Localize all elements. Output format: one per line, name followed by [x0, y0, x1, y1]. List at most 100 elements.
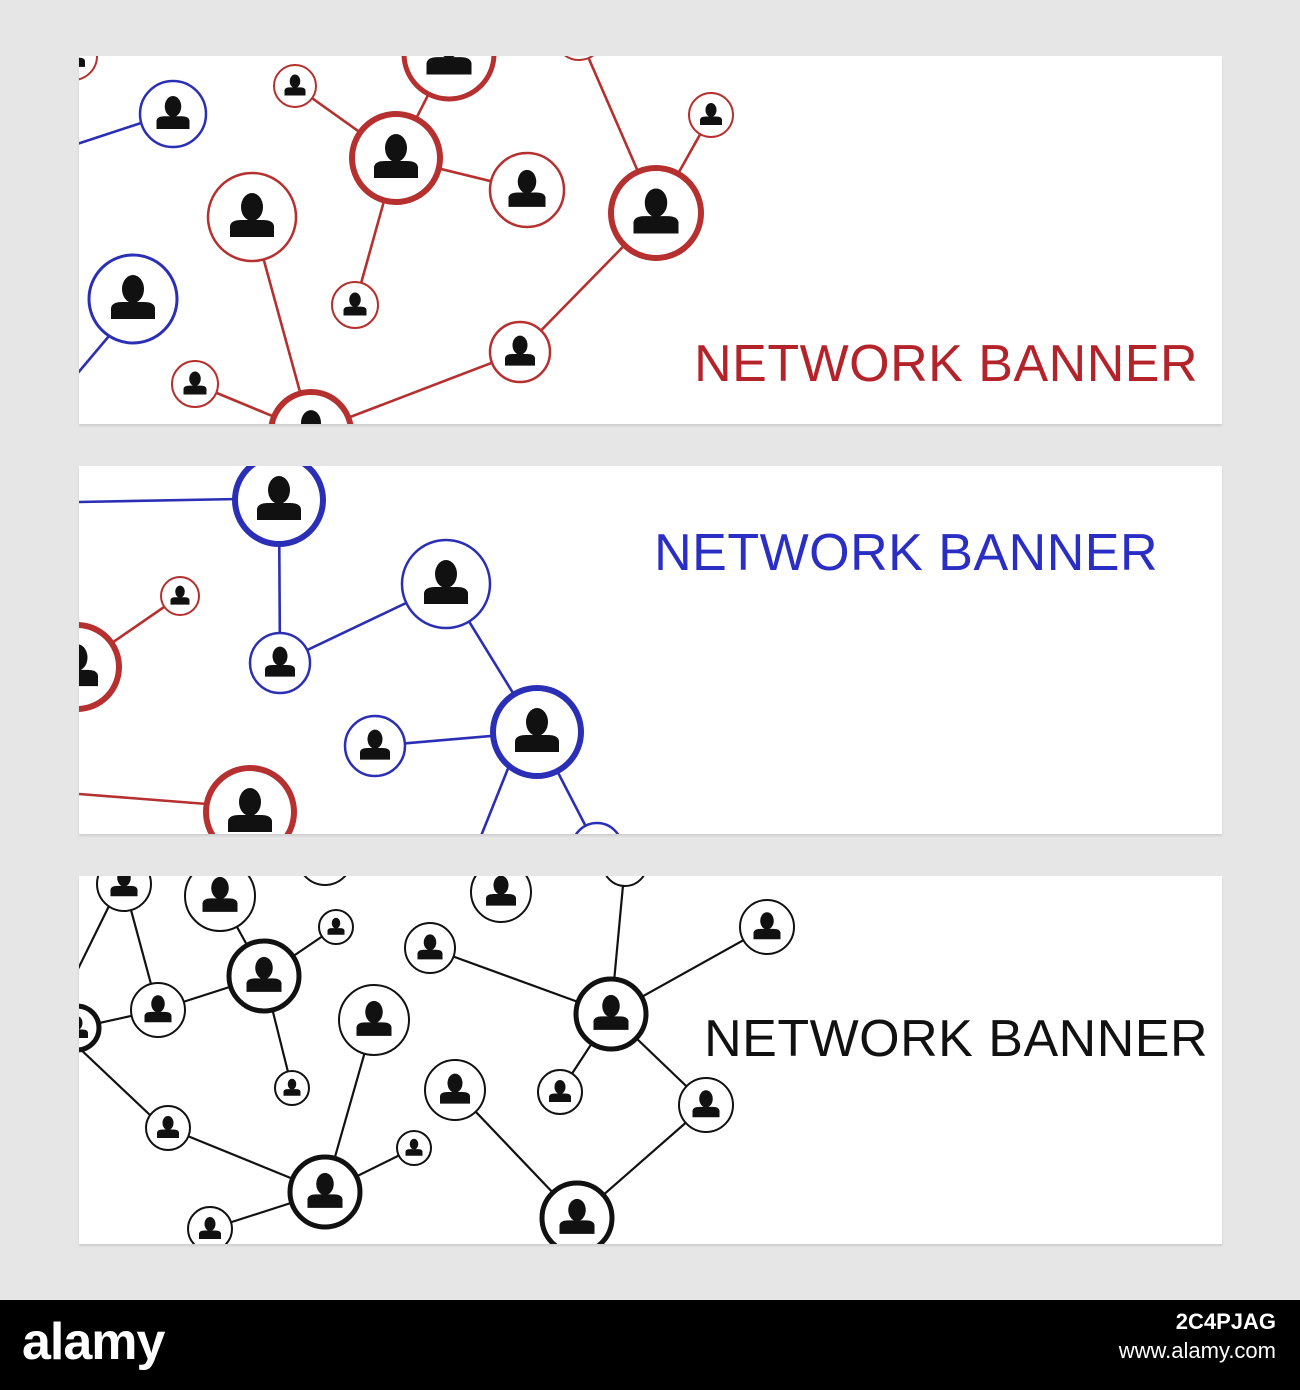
- site-url: www.alamy.com: [1118, 1337, 1276, 1363]
- person-silhouette-icon: [199, 1217, 221, 1239]
- network-node: [187, 1206, 233, 1244]
- network-node: [273, 64, 317, 108]
- person-silhouette-icon: [144, 995, 172, 1023]
- network-node: [401, 56, 497, 102]
- person-silhouette-icon: [202, 876, 238, 912]
- network-node: [79, 622, 122, 712]
- network-nodes: [79, 876, 795, 1244]
- network-nodes: [79, 466, 620, 834]
- network-graph: [79, 466, 620, 834]
- person-silhouette-icon: [170, 585, 190, 605]
- person-silhouette-icon: [505, 335, 535, 366]
- network-node: [248, 631, 312, 695]
- person-silhouette-icon: [157, 1116, 179, 1138]
- network-node: [608, 165, 704, 261]
- person-silhouette-icon: [549, 1080, 571, 1102]
- network-node: [138, 79, 208, 149]
- watermark-footer: alamy 2C4PJAG www.alamy.com: [0, 1300, 1300, 1390]
- network-node: [184, 876, 256, 932]
- network-node: [424, 1059, 486, 1121]
- network-node: [539, 1180, 615, 1244]
- network-node: [274, 1070, 310, 1106]
- network-node: [343, 714, 407, 778]
- connection-line: [79, 121, 142, 145]
- network-node: [349, 111, 443, 205]
- network-node: [130, 982, 186, 1038]
- person-silhouette-icon: [486, 876, 516, 906]
- person-silhouette-icon: [700, 103, 722, 125]
- person-silhouette-icon: [301, 410, 321, 424]
- network-node: [400, 538, 492, 630]
- image-id: 2C4PJAG: [1175, 1309, 1276, 1334]
- network-node: [206, 171, 298, 263]
- person-silhouette-icon: [374, 134, 418, 178]
- person-silhouette-icon: [307, 1172, 343, 1208]
- banner-title: NETWORK BANNER: [704, 1010, 1208, 1068]
- person-silhouette-icon: [79, 57, 85, 67]
- network-node: [318, 909, 354, 945]
- person-silhouette-icon: [284, 74, 306, 96]
- network-nodes: [79, 56, 734, 424]
- person-silhouette-icon: [515, 708, 559, 752]
- person-silhouette-icon: [405, 1138, 423, 1156]
- person-silhouette-icon: [156, 96, 190, 129]
- network-node: [739, 899, 795, 955]
- network-graph: [79, 56, 734, 424]
- network-node: [490, 685, 584, 779]
- person-silhouette-icon: [593, 994, 629, 1030]
- person-silhouette-icon: [424, 560, 468, 604]
- connection-line: [79, 792, 208, 806]
- network-node: [678, 1077, 734, 1133]
- person-silhouette-icon: [356, 1000, 392, 1036]
- network-node: [488, 320, 552, 384]
- person-silhouette-icon: [508, 169, 546, 207]
- person-silhouette-icon: [246, 956, 282, 992]
- network-banner-red: NETWORK BANNER: [79, 56, 1222, 424]
- person-silhouette-icon: [79, 1016, 88, 1038]
- person-silhouette-icon: [257, 476, 301, 520]
- network-node: [574, 821, 620, 834]
- network-node: [87, 253, 179, 345]
- network-graph: [79, 876, 795, 1244]
- network-node: [160, 576, 200, 616]
- network-banner-black: NETWORK BANNER: [79, 876, 1222, 1244]
- image-credit: 2C4PJAG www.alamy.com: [1119, 1308, 1276, 1365]
- network-node: [171, 360, 219, 408]
- network-node: [537, 1069, 583, 1115]
- network-node: [79, 1003, 102, 1053]
- network-node: [396, 1130, 432, 1166]
- person-silhouette-icon: [265, 646, 295, 677]
- network-node: [226, 938, 302, 1014]
- connection-line: [79, 335, 110, 374]
- network-node: [470, 876, 532, 923]
- network-node: [232, 466, 326, 547]
- network-node: [287, 1154, 363, 1230]
- network-banner-blue: NETWORK BANNER: [79, 466, 1222, 834]
- network-node: [331, 281, 379, 329]
- network-node: [488, 151, 566, 229]
- person-silhouette-icon: [633, 188, 679, 234]
- person-silhouette-icon: [417, 934, 443, 960]
- brand-logo: alamy: [22, 1313, 165, 1371]
- network-node: [268, 389, 354, 424]
- connection-line: [79, 497, 240, 504]
- connection-line: [79, 1046, 152, 1117]
- person-silhouette-icon: [79, 644, 98, 687]
- person-silhouette-icon: [111, 275, 155, 319]
- network-node: [688, 92, 734, 138]
- network-node: [96, 876, 152, 912]
- person-silhouette-icon: [327, 917, 345, 935]
- network-node: [79, 56, 98, 81]
- network-node: [338, 984, 410, 1056]
- network-node: [145, 1105, 191, 1151]
- banner-title: NETWORK BANNER: [654, 524, 1158, 582]
- network-node: [605, 876, 645, 887]
- banner-title: NETWORK BANNER: [694, 335, 1198, 393]
- connection-line: [480, 765, 511, 834]
- person-silhouette-icon: [228, 788, 272, 832]
- person-silhouette-icon: [360, 729, 390, 760]
- connection-lines: [79, 499, 592, 834]
- person-silhouette-icon: [692, 1090, 720, 1118]
- person-silhouette-icon: [426, 56, 472, 75]
- network-node: [203, 765, 297, 834]
